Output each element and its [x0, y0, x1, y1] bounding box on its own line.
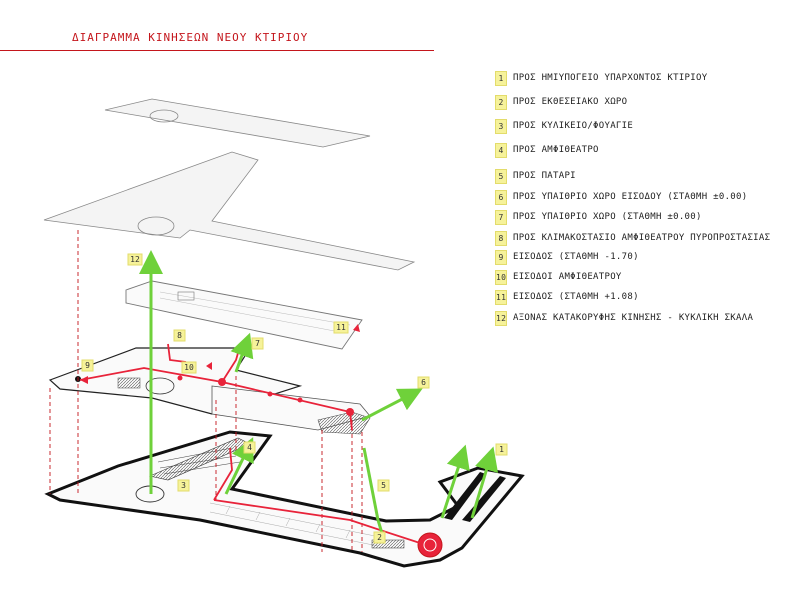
legend-item: 12 ΑΞΟΝΑΣ ΚΑΤΑΚΟΡΥΦΗΣ ΚΙΝΗΣΗΣ - ΚΥΚΛΙΚΗ Σ…: [495, 310, 753, 326]
badge-5: 5: [377, 479, 390, 492]
badge-label: 8: [177, 331, 182, 340]
red-circulation-routes: [79, 343, 421, 544]
legend-text: ΠΡΟΣ ΗΜΙΥΠΟΓΕΙΟ ΥΠΑΡΧΟΝΤΟΣ ΚΤΙΡΙΟΥ: [513, 73, 708, 83]
middle-level: [48, 344, 371, 431]
legend-item: 2 ΠΡΟΣ ΕΚΘΕΣΕΙΑΚΟ ΧΩΡΟ: [495, 94, 627, 110]
legend-number: 12: [495, 310, 507, 326]
badge-label: 9: [85, 361, 90, 370]
badge-label: 3: [181, 481, 186, 490]
legend-number: 3: [495, 118, 507, 134]
legend-text: ΕΙΣΟΔΟΣ (ΣΤΑΘΜΗ +1.08): [513, 292, 639, 302]
badge-label: 12: [130, 255, 140, 264]
legend-text: ΠΡΟΣ ΚΥΛΙΚΕΙΟ/ΦΟΥΑΓΙΕ: [513, 121, 634, 131]
badge-label: 11: [336, 323, 346, 332]
badge-10: 10: [181, 361, 197, 374]
legend-number: 9: [495, 249, 507, 265]
legend-number: 6: [495, 189, 507, 205]
legend-text: ΕΙΣΟΔΟΣ (ΣΤΑΘΜΗ -1.70): [513, 252, 639, 262]
legend-number: 4: [495, 142, 507, 158]
ground-level: [44, 430, 525, 568]
badge-2: 2: [373, 531, 386, 544]
legend-number: 10: [495, 269, 507, 285]
legend-number: 8: [495, 230, 507, 246]
page-title: ΔΙΑΓΡΑΜΜΑ ΚΙΝΗΣΕΩΝ ΝΕΟΥ ΚΤΙΡΙΟΥ: [72, 31, 309, 44]
green-movement-arrows: [139, 250, 499, 541]
legend-item: 10 ΕΙΣΟΔΟΙ ΑΜΦΙΘΕΑΤΡΟΥ: [495, 269, 622, 285]
badge-label: 1: [499, 445, 504, 454]
route-nodes: [177, 375, 354, 416]
badge-6: 6: [417, 376, 430, 389]
badge-label: 2: [377, 533, 382, 542]
legend-text: ΠΡΟΣ ΚΛΙΜΑΚΟΣΤΑΣΙΟ ΑΜΦΙΘΕΑΤΡΟΥ ΠΥΡΟΠΡΟΣΤ…: [513, 233, 771, 243]
legend-text: ΠΡΟΣ ΥΠΑΙΘΡΙΟ ΧΩΡΟ ΕΙΣΟΔΟΥ (ΣΤΑΘΜΗ ±0.00…: [513, 192, 748, 202]
badge-3: 3: [177, 479, 190, 492]
legend-item: 8 ΠΡΟΣ ΚΛΙΜΑΚΟΣΤΑΣΙΟ ΑΜΦΙΘΕΑΤΡΟΥ ΠΥΡΟΠΡΟΣ…: [495, 230, 770, 246]
vertical-alignment-lines: [49, 230, 363, 552]
badge-9: 9: [81, 359, 94, 372]
badge-label: 6: [421, 378, 426, 387]
legend-number: 2: [495, 94, 507, 110]
badge-1: 1: [495, 443, 508, 456]
legend-text: ΠΡΟΣ ΠΑΤΑΡΙ: [513, 171, 576, 181]
legend-item: 9 ΕΙΣΟΔΟΣ (ΣΤΑΘΜΗ -1.70): [495, 249, 639, 265]
legend-item: 4 ΠΡΟΣ ΑΜΦΙΘΕΑΤΡΟ: [495, 142, 599, 158]
legend-item: 7 ΠΡΟΣ ΥΠΑΙΘΡΙΟ ΧΩΡΟ (ΣΤΑΘΜΗ ±0.00): [495, 209, 702, 225]
legend-item: 6 ΠΡΟΣ ΥΠΑΙΘΡΙΟ ΧΩΡΟ ΕΙΣΟΔΟΥ (ΣΤΑΘΜΗ ±0.0…: [495, 189, 747, 205]
badge-11: 11: [333, 321, 349, 334]
badge-12: 12: [127, 253, 143, 266]
roof-slab-upper: [104, 98, 371, 148]
badge-label: 5: [381, 481, 386, 490]
roof-slab-main: [43, 151, 416, 271]
legend-text: ΠΡΟΣ ΕΚΘΕΣΕΙΑΚΟ ΧΩΡΟ: [513, 97, 628, 107]
legend-item: 11 ΕΙΣΟΔΟΣ (ΣΤΑΘΜΗ +1.08): [495, 289, 639, 305]
legend-text: ΠΡΟΣ ΑΜΦΙΘΕΑΤΡΟ: [513, 145, 599, 155]
mezzanine-level: [125, 280, 363, 350]
legend-item: 3 ΠΡΟΣ ΚΥΛΙΚΕΙΟ/ΦΟΥΑΓΙΕ: [495, 118, 633, 134]
badge-7: 7: [251, 337, 264, 350]
legend-number: 11: [495, 289, 507, 305]
legend-number: 7: [495, 209, 507, 225]
legend-text: ΕΙΣΟΔΟΙ ΑΜΦΙΘΕΑΤΡΟΥ: [513, 272, 622, 282]
legend-number: 1: [495, 70, 507, 86]
diagram-badges: 12 8 7 11 10 9 6 4 5 1 3 2: [81, 253, 508, 544]
badge-label: 4: [247, 443, 252, 452]
badge-4: 4: [243, 441, 256, 454]
badge-8: 8: [173, 329, 186, 342]
legend-text: ΠΡΟΣ ΥΠΑΙΘΡΙΟ ΧΩΡΟ (ΣΤΑΘΜΗ ±0.00): [513, 212, 702, 222]
route-arrowheads: [80, 324, 360, 384]
legend-item: 1 ΠΡΟΣ ΗΜΙΥΠΟΓΕΙΟ ΥΠΑΡΧΟΝΤΟΣ ΚΤΙΡΙΟΥ: [495, 70, 707, 86]
badge-label: 10: [184, 363, 194, 372]
title-rule: [0, 50, 434, 51]
legend-item: 5 ΠΡΟΣ ΠΑΤΑΡΙ: [495, 168, 576, 184]
legend-text: ΑΞΟΝΑΣ ΚΑΤΑΚΟΡΥΦΗΣ ΚΙΝΗΣΗΣ - ΚΥΚΛΙΚΗ ΣΚΑ…: [513, 313, 754, 323]
badge-label: 7: [255, 339, 260, 348]
legend-number: 5: [495, 168, 507, 184]
